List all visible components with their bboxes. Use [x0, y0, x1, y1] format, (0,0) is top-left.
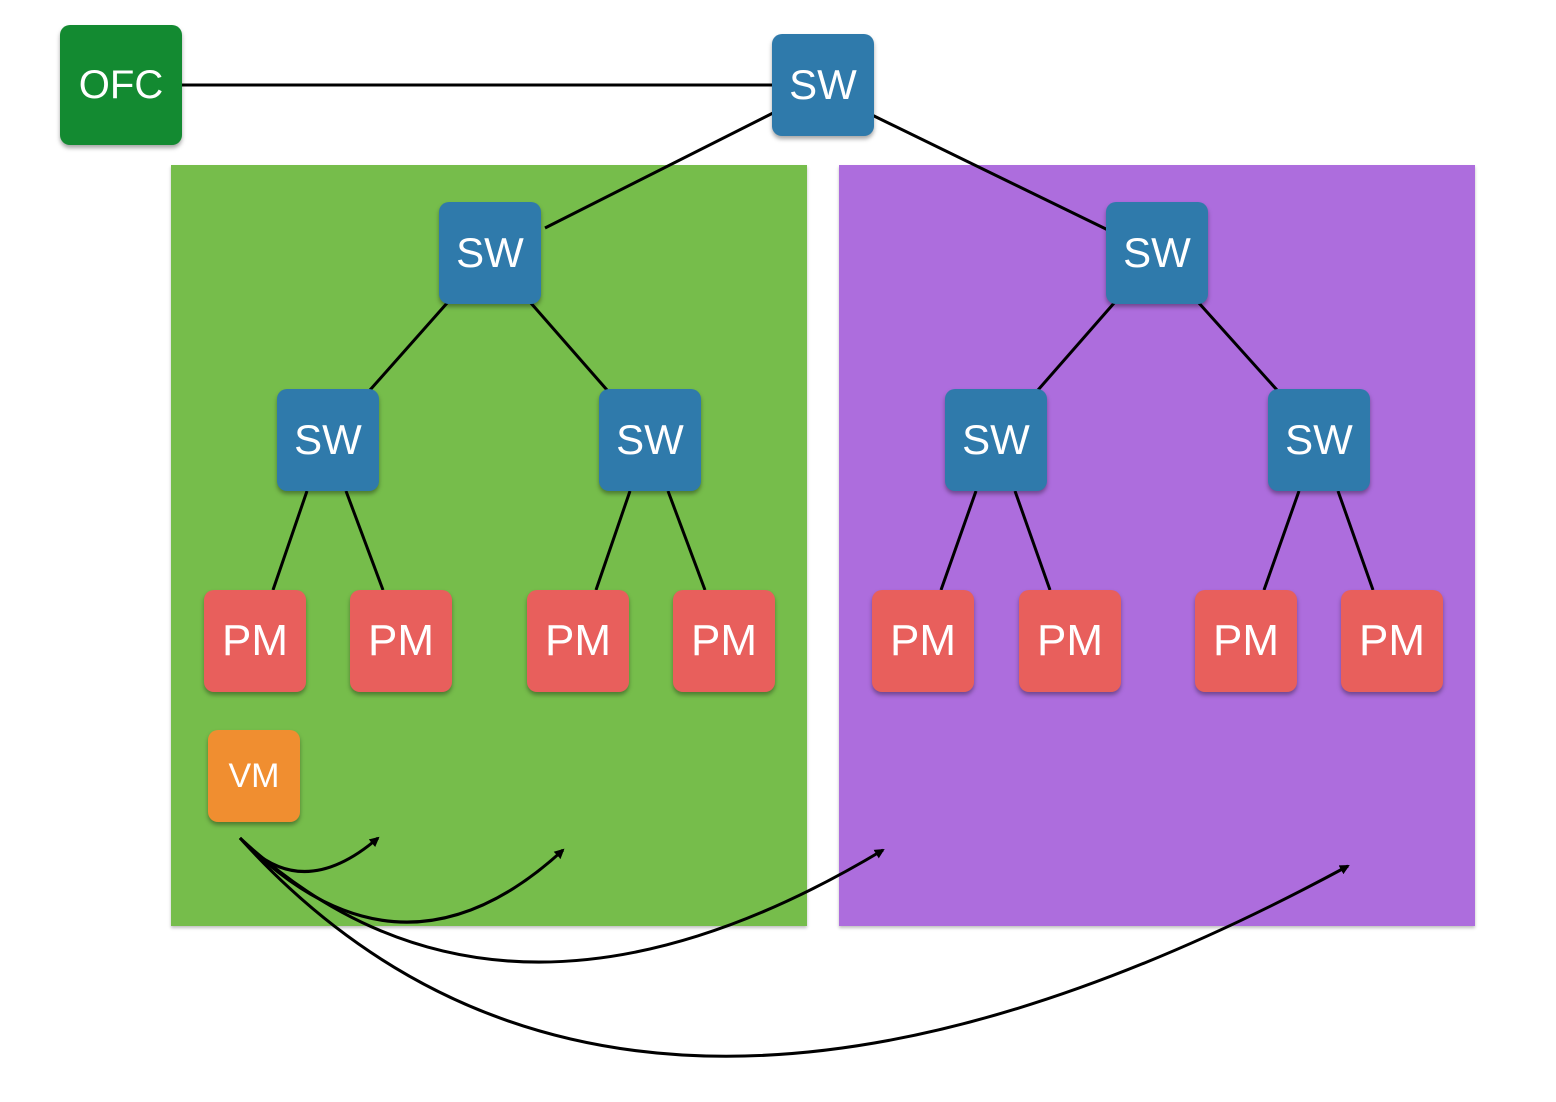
- link-edge-4-pm-1: [1262, 490, 1301, 591]
- aggregation-switch-left: SW: [439, 202, 541, 304]
- pm-label: PM: [1359, 616, 1425, 665]
- openflow-controller-node: OFC: [60, 25, 182, 145]
- edge-switch-right-1: SW: [945, 389, 1047, 491]
- link-agg-right-edge-1: [1036, 301, 1117, 391]
- pm-label: PM: [1213, 616, 1279, 665]
- physical-machine-7: PM: [1195, 590, 1297, 692]
- link-agg-right-edge-2: [1196, 300, 1279, 392]
- switch-label: SW: [789, 61, 857, 108]
- pm-label: PM: [545, 616, 611, 665]
- edge-switch-right-2: SW: [1268, 389, 1370, 491]
- ofc-label: OFC: [78, 63, 164, 107]
- link-edge-2-pm-1: [594, 490, 632, 591]
- physical-machine-2: PM: [350, 590, 452, 692]
- pm-label: PM: [890, 616, 956, 665]
- aggregation-switch-right: SW: [1106, 202, 1208, 304]
- switch-label: SW: [1123, 229, 1191, 276]
- migration-arrow-3: [238, 836, 885, 964]
- link-edge-2-pm-2: [666, 490, 707, 591]
- link-edge-3-pm-2: [1013, 490, 1052, 591]
- physical-machine-5: PM: [872, 590, 974, 692]
- switch-label: SW: [1285, 416, 1353, 463]
- switch-label: SW: [456, 229, 524, 276]
- virtual-machine-node: VM: [208, 730, 300, 822]
- switch-label: SW: [294, 416, 362, 463]
- physical-machine-4: PM: [673, 590, 775, 692]
- link-edge-1-pm-1: [271, 490, 309, 591]
- link-edge-1-pm-2: [344, 490, 385, 591]
- link-edge-4-pm-2: [1336, 490, 1375, 591]
- link-agg-left-edge-2: [528, 301, 609, 391]
- vm-label: VM: [228, 757, 280, 795]
- physical-machine-8: PM: [1341, 590, 1443, 692]
- link-agg-left-edge-1: [368, 301, 450, 391]
- physical-machine-1: PM: [204, 590, 306, 692]
- core-switch-node: SW: [772, 34, 874, 136]
- physical-machine-6: PM: [1019, 590, 1121, 692]
- edge-switch-left-2: SW: [599, 389, 701, 491]
- link-core-agg-right: [871, 113, 1109, 232]
- pm-label: PM: [222, 616, 288, 665]
- migration-arrow-4: [238, 836, 1350, 1058]
- switch-label: SW: [616, 416, 684, 463]
- pm-label: PM: [1037, 616, 1103, 665]
- link-edge-3-pm-1: [939, 490, 978, 591]
- edge-switch-left-1: SW: [277, 389, 379, 491]
- physical-machine-3: PM: [527, 590, 629, 692]
- pm-label: PM: [691, 616, 757, 665]
- pm-label: PM: [368, 616, 434, 665]
- link-core-agg-left: [544, 110, 776, 230]
- switch-label: SW: [962, 416, 1030, 463]
